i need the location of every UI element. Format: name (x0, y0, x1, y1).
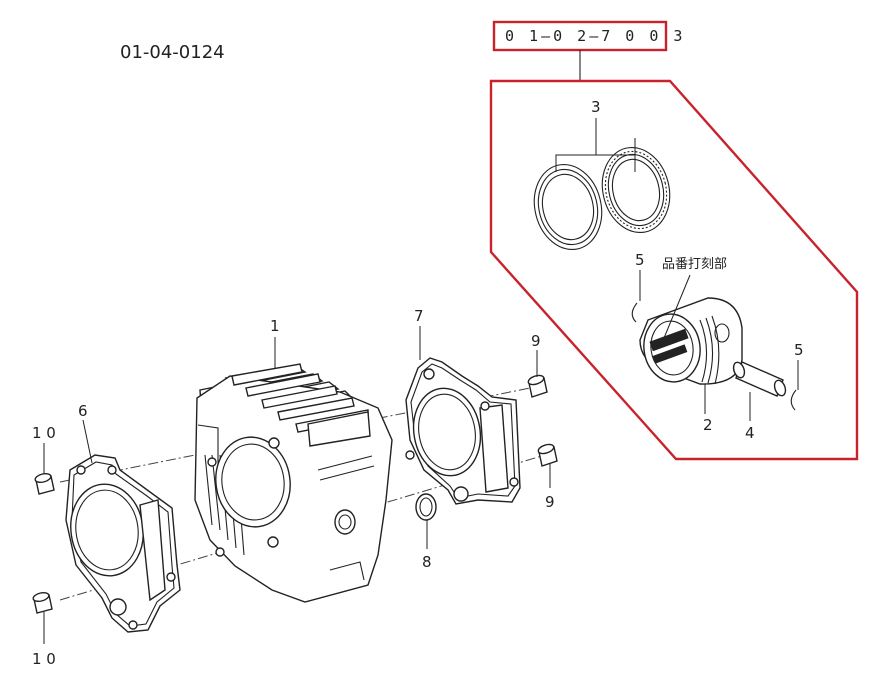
callout-clip-right: 5 (794, 341, 804, 359)
stamp-note-leader (663, 274, 691, 339)
dowel-pin-bottom-left (32, 591, 53, 614)
piston-rings (533, 146, 671, 251)
callout-piston-rings: 3 (591, 98, 601, 116)
piston-pin (732, 361, 787, 397)
callout-clip-left: 5 (635, 251, 645, 269)
o-ring (415, 493, 437, 521)
callout-dowel-top-left: 1 0 (32, 424, 56, 442)
base-gasket (65, 454, 181, 633)
kit-outline (489, 79, 859, 461)
dowel-pin-top-left (34, 472, 55, 495)
callout-dowel-bottom-left: 1 0 (32, 650, 56, 668)
clip-right (790, 389, 797, 411)
piston (639, 297, 743, 385)
callout-piston: 2 (703, 416, 713, 434)
clip-left (631, 302, 638, 323)
callout-piston-pin: 4 (745, 424, 755, 442)
kit-code: 0 1—0 2—7 0 0 3 (505, 27, 685, 45)
callout-dowel-bottom-right: 9 (545, 493, 555, 511)
head-gasket (405, 357, 521, 505)
callout-o-ring: 8 (422, 553, 432, 571)
dowel-pin-top-right (527, 374, 548, 398)
drawing-code: 01-04-0124 (120, 42, 225, 63)
dowel-pin-bottom-right (537, 443, 558, 467)
cylinder-block (194, 363, 393, 603)
stamp-note: 品番打刻部 (662, 257, 727, 272)
callout-dowel-top-right: 9 (531, 332, 541, 350)
callout-head-gasket: 7 (414, 307, 424, 325)
callout-cylinder: 1 (270, 317, 280, 335)
callout-base-gasket: 6 (78, 402, 88, 420)
